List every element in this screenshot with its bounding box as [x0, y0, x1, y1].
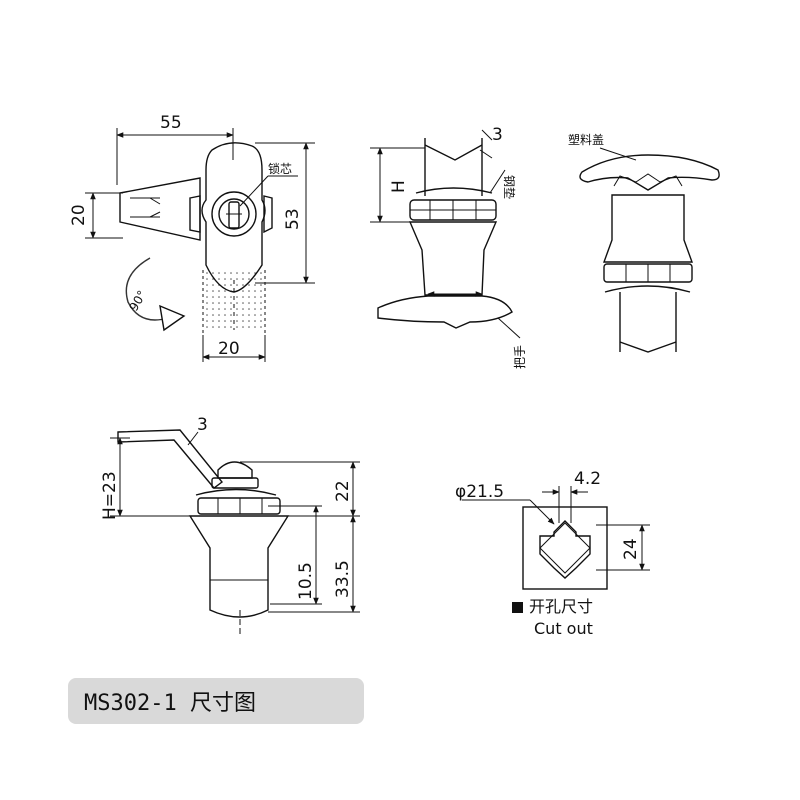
dim-left-20: 20: [69, 204, 89, 226]
cutout-dim-diameter: φ21.5: [455, 482, 504, 502]
section-dim-h23: H=23: [100, 471, 120, 520]
dim-thickness-3: 3: [492, 125, 503, 145]
washer-label: 钢垫: [502, 175, 517, 199]
dim-h: H: [389, 180, 409, 193]
rotation-label: 90°: [126, 288, 149, 313]
cover-label: 塑料盖: [568, 132, 604, 147]
section-dim-3: 3: [197, 415, 208, 435]
core-label: 锁芯: [268, 161, 292, 176]
legend-square-icon: [512, 601, 523, 613]
section-view: 3 H=23 22 10.5 33.5: [100, 415, 360, 634]
section-dim-10-5: 10.5: [296, 562, 316, 600]
cutout-legend-en: Cut out: [534, 619, 593, 638]
cutout-legend-cn-row: 开孔尺寸: [512, 596, 593, 618]
section-dim-33-5: 33.5: [333, 560, 353, 598]
cutout-dim-24: 24: [621, 538, 641, 560]
front-view: 55 53 20 20 锁芯 90°: [69, 113, 315, 362]
cutout-view: 4.2 φ21.5 24: [455, 469, 650, 590]
section-dim-22: 22: [333, 480, 353, 502]
cover-view: 塑料盖: [568, 132, 720, 353]
handle-label: 把手: [513, 345, 527, 369]
title-bar: MS302-1 尺寸图: [68, 678, 364, 724]
dim-width-55: 55: [160, 113, 182, 133]
dim-bottom-20: 20: [218, 339, 240, 359]
cutout-legend: 开孔尺寸 Cut out: [512, 596, 593, 640]
cutout-dim-4-2: 4.2: [574, 469, 601, 489]
side-view: H 3 钢垫 把手: [370, 125, 527, 369]
dim-height-53: 53: [283, 208, 303, 230]
cutout-legend-cn: 开孔尺寸: [529, 597, 594, 616]
page-title: MS302-1 尺寸图: [84, 691, 256, 716]
